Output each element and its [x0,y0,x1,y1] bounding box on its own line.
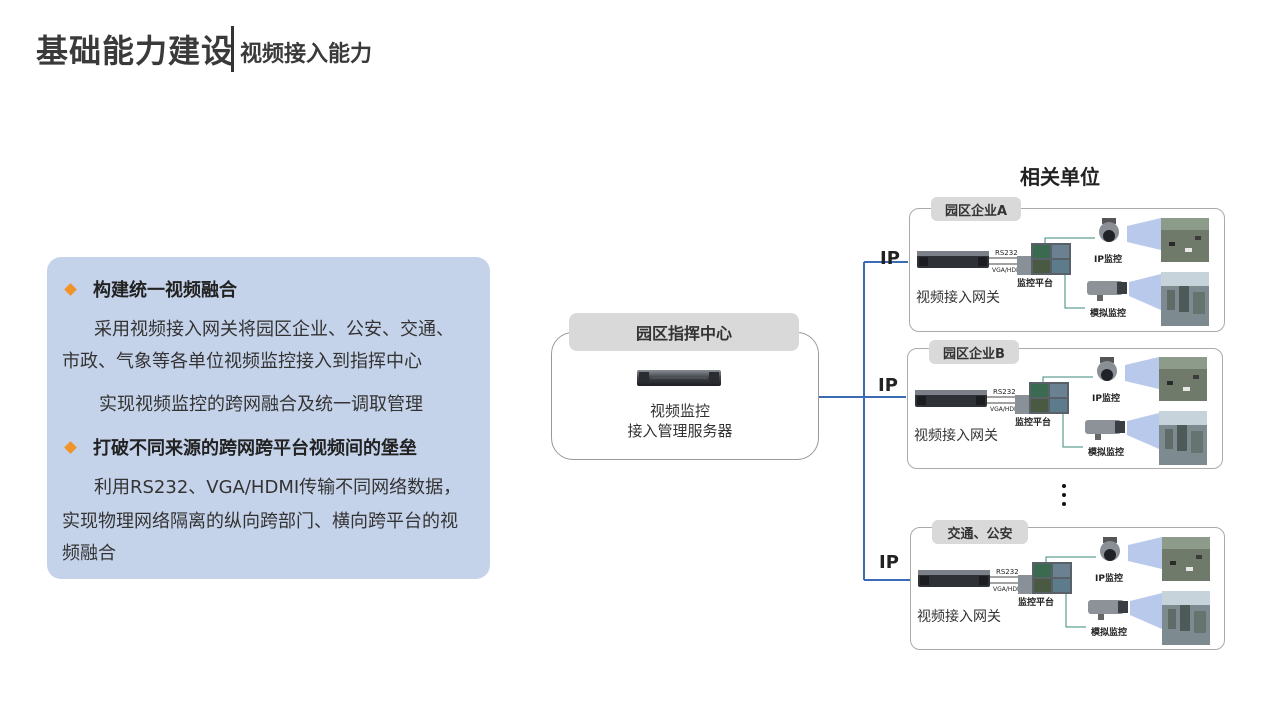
page-title: 基础能力建设 [36,32,235,70]
monitor-platform-icon [1017,243,1071,275]
paragraph-line: 实现物理网络隔离的纵向跨部门、横向跨平台的视 [62,511,458,532]
gateway-label-3: 视频接入网关 [917,609,1001,625]
camera-view-cone [1125,357,1159,389]
bullet-heading-1: 构建统一视频融合 [93,280,237,301]
ip-label-1: IP [880,248,900,269]
analog-camera-icon [1085,420,1125,440]
rs232-label: RS232 [995,249,1018,257]
camera-view-cone [1128,537,1162,569]
monitor-platform-label: 监控平台 [1018,596,1054,608]
monitor-platform-icon [1015,382,1069,414]
vga-hdmi-label: VGA/HDMI [993,586,1024,593]
unit-tab-1: 园区企业A [931,197,1021,221]
paragraph-line: 采用视频接入网关将园区企业、公安、交通、 [94,319,454,340]
camera-view-cone [1127,218,1161,250]
surveillance-photo-image [1159,357,1207,401]
ip-camera-label: IP监控 [1095,572,1123,584]
unit-tab-2: 园区企业B [929,340,1019,364]
title-divider [231,26,234,72]
surveillance-photo-image [1162,591,1210,645]
analog-camera-icon [1088,600,1128,620]
ip-camera-icon [1097,357,1117,381]
bullet-item-2: 打破不同来源的跨网跨平台视频间的堡垒 [62,434,417,460]
monitor-platform-label: 监控平台 [1017,277,1053,289]
ip-camera-label: IP监控 [1092,392,1120,404]
gateway-label-2: 视频接入网关 [914,428,998,444]
monitor-platform-icon [1018,562,1072,594]
analog-camera-icon [1087,281,1127,301]
camera-view-cone [1127,413,1159,449]
paragraph-line: 频融合 [62,543,116,564]
unit-tab-3: 交通、公安 [932,520,1028,544]
command-center-header: 园区指挥中心 [569,313,799,351]
ip-label-2: IP [878,375,898,396]
surveillance-photo-image [1161,218,1209,262]
server-icon [637,370,721,386]
surveillance-photo-image [1159,411,1207,465]
paragraph-line: 实现视频监控的跨网融合及统一调取管理 [99,394,423,415]
vga-hdmi-label: VGA/HDMI [992,267,1023,274]
page-subtitle: 视频接入能力 [240,42,373,67]
server-label-line-1: 视频监控 [649,402,710,420]
ip-camera-label: IP监控 [1094,253,1122,265]
server-label: 视频监控 接入管理服务器 [600,401,760,441]
bullet-heading-2: 打破不同来源的跨网跨平台视频间的堡垒 [93,438,417,459]
surveillance-photo-image [1162,537,1210,581]
gateway-device-icon [917,251,989,268]
bullet-item-1: 构建统一视频融合 [62,276,237,302]
gateway-device-icon [918,570,990,587]
info-panel [47,257,490,579]
analog-camera-label: 模拟监控 [1090,307,1126,319]
rs232-label: RS232 [996,568,1019,576]
analog-camera-label: 模拟监控 [1091,626,1127,638]
paragraph-line: 利用RS232、VGA/HDMI传输不同网络数据， [94,477,462,498]
server-label-line-2: 接入管理服务器 [627,422,733,440]
camera-view-cone [1130,593,1162,629]
analog-camera-label: 模拟监控 [1088,446,1124,458]
more-units-ellipsis-icon [1058,484,1070,511]
gateway-device-icon [915,390,987,407]
gateway-label-1: 视频接入网关 [916,290,1000,306]
paragraph-line: 市政、气象等各单位视频监控接入到指挥中心 [62,351,422,372]
surveillance-photo-image [1161,272,1209,326]
ip-camera-icon [1100,537,1120,561]
ip-label-3: IP [879,552,899,573]
camera-view-cone [1129,274,1161,310]
vga-hdmi-label: VGA/HDMI [990,406,1021,413]
ip-camera-icon [1099,218,1119,242]
command-center-box [551,332,819,460]
units-title: 相关单位 [1020,165,1100,189]
rs232-label: RS232 [993,388,1016,396]
monitor-platform-label: 监控平台 [1015,416,1051,428]
